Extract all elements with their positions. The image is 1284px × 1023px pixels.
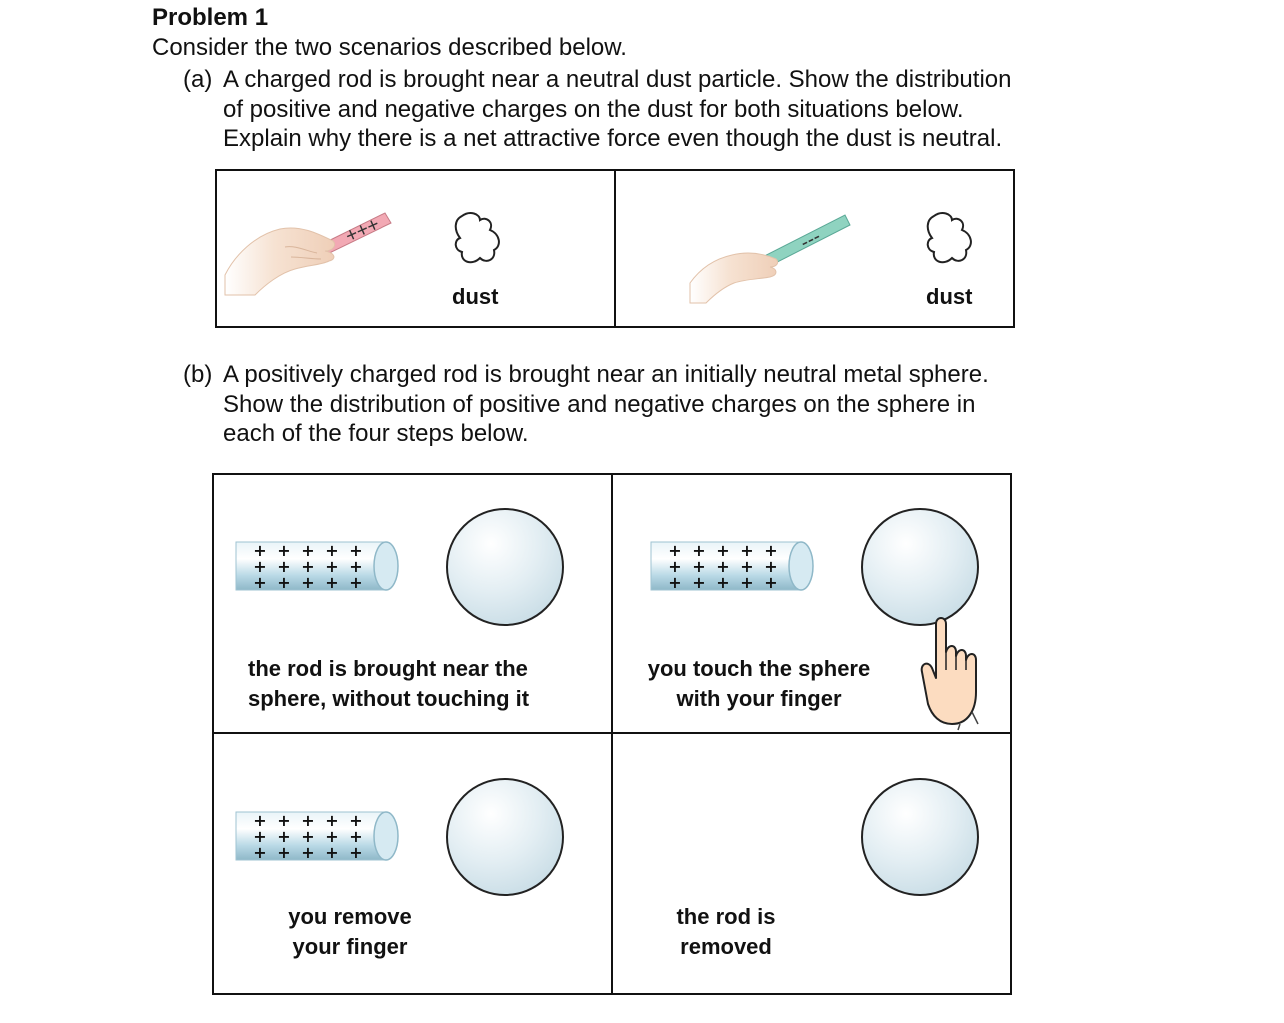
part-b-line: each of the four steps below. <box>223 419 1083 449</box>
metal-sphere <box>444 776 566 898</box>
part-b-horizontal-divider <box>212 732 1012 734</box>
part-a-line: A charged rod is brought near a neutral … <box>223 65 1083 95</box>
step-caption: you remove your finger <box>270 902 430 962</box>
part-a-label: (a) <box>183 65 212 95</box>
dust-particle-icon <box>922 210 978 266</box>
pointing-finger-icon <box>918 612 988 730</box>
step-caption: the rod is brought near the sphere, with… <box>248 654 558 714</box>
dust-label: dust <box>926 284 972 310</box>
dust-particle-icon <box>450 210 506 266</box>
hand-negative-rod-illustration: --- <box>690 203 860 303</box>
hand-positive-rod-illustration: +++ <box>225 195 425 295</box>
part-b-vertical-divider <box>611 473 613 995</box>
dust-label: dust <box>452 284 498 310</box>
charged-rod: +++++++++++++++ <box>236 808 404 864</box>
charged-rod: +++++++++++++++ <box>236 538 404 594</box>
plus-charge-icon: + <box>277 843 290 862</box>
part-a-line: Explain why there is a net attractive fo… <box>223 124 1083 154</box>
part-a-line: of positive and negative charges on the … <box>223 95 1083 125</box>
hand-icon <box>690 253 778 303</box>
plus-charge-icon: + <box>716 573 729 592</box>
plus-charge-icon: + <box>277 573 290 592</box>
part-b-line: A positively charged rod is brought near… <box>223 360 1083 390</box>
plus-charge-icon: + <box>349 573 362 592</box>
part-b-text: (b) A positively charged rod is brought … <box>183 360 1083 455</box>
charged-rod: +++++++++++++++ <box>651 538 819 594</box>
plus-charge-icon: + <box>253 573 266 592</box>
plus-charge-icon: + <box>301 573 314 592</box>
step-caption: the rod is removed <box>656 902 796 962</box>
plus-charge-icon: + <box>301 843 314 862</box>
part-b-label: (b) <box>183 360 212 390</box>
metal-sphere <box>859 506 981 628</box>
plus-charge-icon: + <box>253 843 266 862</box>
part-b-line: Show the distribution of positive and ne… <box>223 390 1083 420</box>
hand-icon <box>225 228 335 295</box>
part-b-body: A positively charged rod is brought near… <box>223 360 1083 449</box>
metal-sphere <box>859 776 981 898</box>
metal-sphere <box>444 506 566 628</box>
problem-intro: Consider the two scenarios described bel… <box>152 34 627 62</box>
plus-charge-icon: + <box>668 573 681 592</box>
part-a-body: A charged rod is brought near a neutral … <box>223 65 1083 154</box>
plus-charge-icon: + <box>692 573 705 592</box>
plus-charge-icon: + <box>325 573 338 592</box>
plus-charge-icon: + <box>764 573 777 592</box>
plus-charge-icon: + <box>349 843 362 862</box>
step-caption: you touch the sphere with your finger <box>628 654 890 714</box>
plus-charge-icon: + <box>740 573 753 592</box>
part-a-text: (a) A charged rod is brought near a neut… <box>183 65 1083 160</box>
part-a-divider <box>614 169 616 328</box>
plus-charge-icon: + <box>325 843 338 862</box>
problem-title: Problem 1 <box>152 4 268 32</box>
